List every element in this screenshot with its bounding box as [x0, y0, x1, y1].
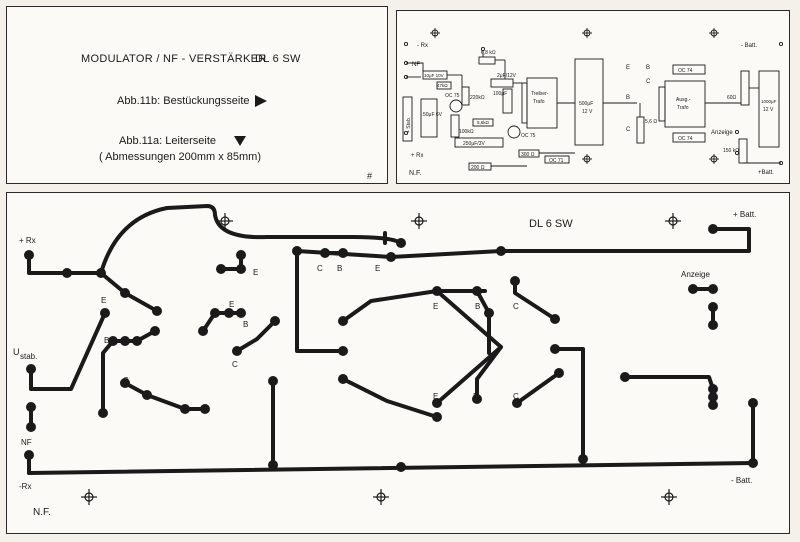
- pcb-rx-plus-label: + Rx: [19, 236, 36, 245]
- pcb-pin-b-5: B: [473, 392, 478, 401]
- res-60-label: 60Ω: [727, 95, 737, 101]
- pcb-pin-e-3: E: [375, 264, 380, 273]
- cap-500-voltage-label: 12 V: [582, 109, 593, 115]
- fig-a-caption: Abb.11a: Leiterseite: [119, 135, 217, 147]
- res-220k-label: 220kΩ: [470, 95, 485, 101]
- schem-pin-b-2: B: [646, 65, 650, 71]
- treiber-trafo-label: Trafo: [533, 99, 545, 105]
- cap-100uf-label: 100μF: [493, 91, 507, 97]
- component-layout-diagram: - Rx NF + Rx + Stab. - Batt. +Batt. Anze…: [402, 28, 784, 177]
- solder-pads: [24, 224, 758, 472]
- cap-2uf-label: 2μF/12V: [497, 73, 517, 79]
- schem-rx-minus-label: - Rx: [417, 43, 428, 49]
- res-56-label: 5,6 Ω: [645, 119, 657, 125]
- pcb-pin-c-1: C: [123, 376, 129, 385]
- cap-1000uf-label: 1000μF: [761, 99, 777, 104]
- pcb-nf-label: NF: [21, 438, 32, 447]
- corner-mark: #: [367, 171, 373, 181]
- schem-stab-label: + Stab.: [406, 117, 412, 133]
- schem-pin-c-1: C: [626, 127, 631, 133]
- pcb-batt-plus-label: + Batt.: [733, 210, 756, 219]
- res-56k-label: 5,6kΩ: [477, 120, 490, 125]
- pcb-layout-panel: DL 6 SW + Rx -Rx U stab. NF + Batt. - Ba…: [6, 192, 790, 534]
- pcb-pin-b-3: B: [337, 264, 342, 273]
- oc75-2-label: OC 75: [521, 133, 536, 139]
- schem-rx-plus-label: + Rx: [411, 153, 424, 159]
- mounting-hole-icon: [709, 154, 719, 164]
- dimensions-caption: ( Abmessungen 200mm x 85mm): [99, 151, 262, 163]
- schem-nf-corner-label: N.F.: [409, 170, 422, 177]
- schem-batt-plus-label: +Batt.: [758, 170, 774, 176]
- schem-pin-e: E: [626, 65, 630, 71]
- cap-1000-voltage-label: 12 V: [763, 107, 774, 113]
- pcb-pin-b-4: B: [475, 302, 480, 311]
- mounting-hole-icon: [373, 489, 389, 505]
- treiber-label: Treiber-: [531, 91, 549, 97]
- pcb-pin-c-4: C: [513, 302, 519, 311]
- pcb-pin-c-5: C: [513, 392, 519, 401]
- mounting-hole-icon: [582, 154, 592, 164]
- fig-b-caption: Abb.11b: Bestückungsseite: [117, 95, 250, 107]
- pcb-model-label: DL 6 SW: [529, 218, 573, 230]
- oc74-top-label: OC 74: [678, 68, 693, 74]
- mounting-hole-icon: [81, 489, 97, 505]
- pcb-pin-e-2: E: [229, 300, 234, 309]
- oc74-bottom-label: OC 74: [678, 136, 693, 142]
- pcb-pin-e-1: E: [101, 296, 106, 305]
- schem-pin-c-2: C: [646, 79, 651, 85]
- cap-10uf-label: 10μF 10V: [424, 73, 444, 78]
- pcb-nf-corner-label: N.F.: [33, 507, 51, 518]
- module-title: MODULATOR / NF - VERSTÄRKER: [81, 53, 267, 65]
- res-68k-label: 6,8 kΩ: [481, 50, 496, 56]
- mounting-hole-icon: [582, 28, 592, 38]
- pcb-batt-minus-label: - Batt.: [731, 476, 752, 485]
- component-layout-panel: - Rx NF + Rx + Stab. - Batt. +Batt. Anze…: [396, 10, 790, 184]
- res-150k-label: 150 kΩ: [723, 148, 739, 154]
- pcb-u-label: U: [13, 347, 20, 357]
- res-47k-label: 47kΩ: [437, 83, 448, 88]
- pcb-anzeige-label: Anzeige: [681, 270, 710, 279]
- triangle-down-icon: [234, 136, 246, 146]
- pcb-pin-e-5: E: [253, 268, 258, 277]
- schem-nf-label: NF: [412, 62, 420, 68]
- res-200-label: 200 Ω: [471, 165, 485, 171]
- mounting-hole-icon: [665, 213, 681, 229]
- mounting-hole-icon: [430, 28, 440, 38]
- pcb-pin-e-4: E: [433, 302, 438, 311]
- mounting-hole-icon: [217, 213, 233, 229]
- res-100k-label: 100kΩ: [459, 129, 474, 135]
- ausg-trafo-label: Trafo: [677, 105, 689, 111]
- pcb-rx-minus-label: -Rx: [19, 482, 31, 491]
- cap-250uf-label: 250μF/3V: [463, 141, 485, 147]
- ausg-label: Ausg.-: [676, 97, 691, 103]
- pcb-track-diagram: DL 6 SW + Rx -Rx U stab. NF + Batt. - Ba…: [13, 204, 758, 518]
- pcb-pin-c-3: C: [317, 264, 323, 273]
- schem-pin-b-1: B: [626, 95, 630, 101]
- pcb-pin-b-1: B: [104, 336, 109, 345]
- mounting-hole-icon: [411, 213, 427, 229]
- pcb-stab-label: stab.: [20, 352, 37, 361]
- res-300-label: 300 Ω: [521, 152, 535, 158]
- oc75-1-label: OC 75: [445, 93, 460, 99]
- schem-batt-minus-label: - Batt.: [741, 43, 757, 49]
- mounting-hole-icon: [709, 28, 719, 38]
- schem-anzeige-label: Anzeige: [711, 130, 733, 136]
- triangle-right-icon: [255, 95, 267, 107]
- title-panel: MODULATOR / NF - VERSTÄRKER DL 6 SW Abb.…: [6, 6, 388, 184]
- cap-500uf-label: 500μF: [579, 101, 593, 107]
- oc71-label: OC 71: [549, 158, 564, 164]
- pcb-pin-b-2: B: [243, 320, 248, 329]
- cap-50uf-label: 50μF 6V: [423, 112, 443, 118]
- module-model: DL 6 SW: [255, 53, 301, 65]
- mounting-hole-icon: [661, 489, 677, 505]
- pcb-pin-e-6: E: [433, 392, 438, 401]
- pcb-pin-c-2: C: [232, 360, 238, 369]
